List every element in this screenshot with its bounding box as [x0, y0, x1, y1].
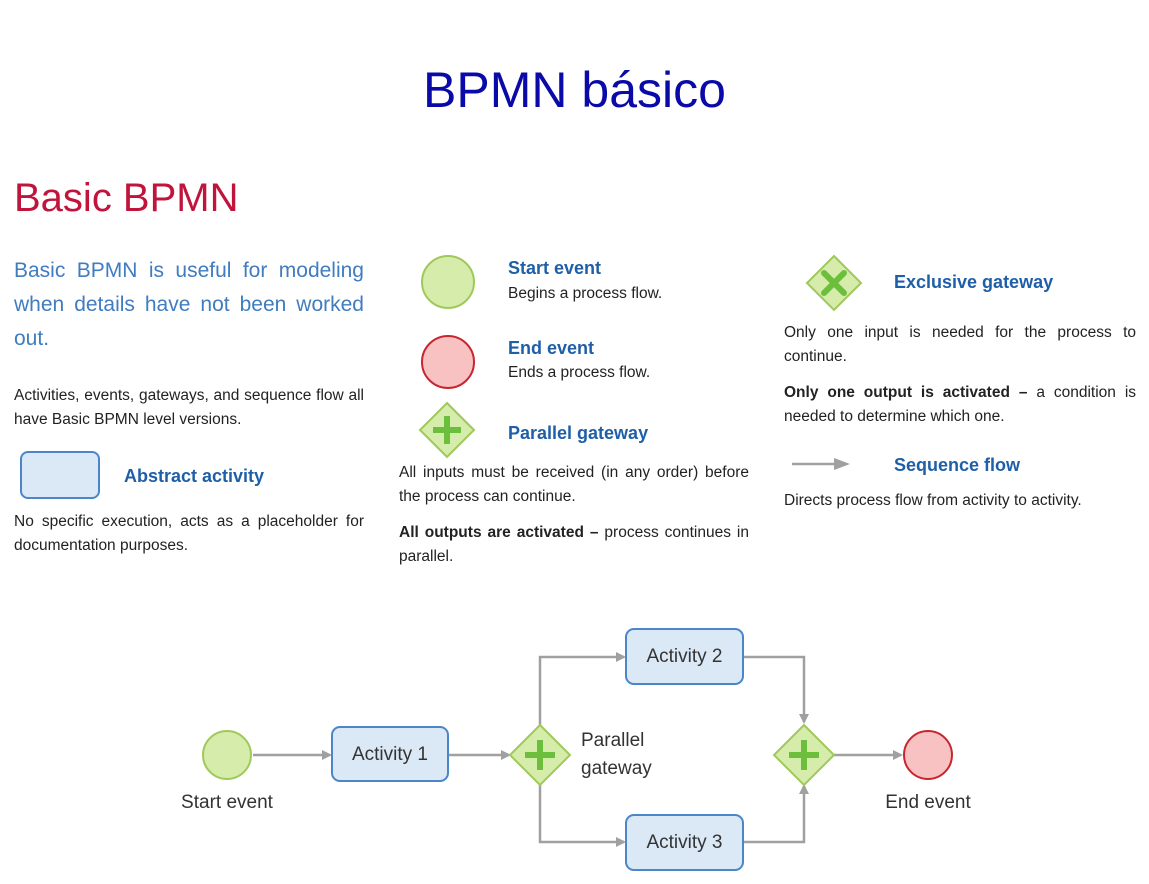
diagram-activity-1-label: Activity 1 [351, 744, 429, 765]
exclusive-gateway-label: Exclusive gateway [894, 272, 1054, 292]
diagram-gateway-label-line-2: gateway [581, 758, 652, 779]
parallel-gateway-description-2: All outputs are activated – process cont… [399, 521, 749, 569]
flow-gateway-to-activity-2 [538, 652, 626, 725]
diagram-gateway-label-line-1: Parallel [581, 730, 645, 751]
parallel-gateway-label: Parallel gateway [508, 423, 649, 443]
diagram-end-event-label: End event [885, 792, 971, 813]
abstract-activity-label: Abstract activity [124, 466, 265, 486]
end-event-description: Ends a process flow. [508, 364, 651, 381]
flow-gateway-to-activity-3 [538, 785, 626, 847]
diagram-activity-2 [625, 628, 744, 685]
sequence-flow-arrow-icon [792, 458, 850, 470]
section-heading: Basic BPMN [14, 176, 239, 220]
parallel-gateway-description-2-bold: All outputs are activated – [399, 524, 599, 541]
flow-activity-2-to-join [744, 655, 809, 724]
intro-text: Basic BPMN is useful for modeling when d… [14, 259, 364, 350]
abstract-activity-shape [20, 451, 100, 499]
exclusive-gateway-description-1: Only one input is needed for the process… [784, 324, 1136, 365]
exclusive-gateway-icon [805, 254, 863, 312]
start-event-shape [421, 255, 475, 309]
diagram-start-event [202, 730, 252, 780]
flow-activity-3-to-join [744, 784, 809, 844]
diagram-end-event [903, 730, 953, 780]
start-event-description: Begins a process flow. [508, 285, 663, 302]
parallel-gateway-icon [418, 401, 476, 459]
exclusive-gateway-description-2: Only one output is activated – a conditi… [784, 381, 1136, 429]
levels-text: Activities, events, gateways, and sequen… [14, 387, 364, 428]
exclusive-gateway-description-2-bold: Only one output is activated – [784, 384, 1028, 401]
diagram-activity-1 [331, 726, 449, 782]
sequence-flow-label: Sequence flow [894, 455, 1021, 475]
end-event-shape [421, 335, 475, 389]
abstract-activity-description: No specific execution, acts as a placeho… [14, 513, 364, 554]
parallel-gateway-description-2-rest: process continues in parallel. [399, 524, 749, 565]
diagram-start-event-label: Start event [181, 792, 273, 813]
slide-title: BPMN básico [423, 62, 726, 118]
diagram-activity-3 [625, 814, 744, 871]
sequence-flow-description: Directs process flow from activity to ac… [784, 492, 1082, 509]
diagram-join-gateway-icon [772, 723, 836, 787]
start-event-label: Start event [508, 258, 602, 278]
diagram-split-gateway-icon [508, 723, 572, 787]
diagram-activity-3-label: Activity 3 [646, 832, 723, 853]
exclusive-gateway-description-2-rest: a condition is needed to determine which… [784, 384, 1137, 425]
parallel-gateway-description-1: All inputs must be received (in any orde… [399, 464, 749, 505]
end-event-label: End event [508, 338, 595, 358]
diagram-activity-2-label: Activity 2 [646, 646, 723, 667]
